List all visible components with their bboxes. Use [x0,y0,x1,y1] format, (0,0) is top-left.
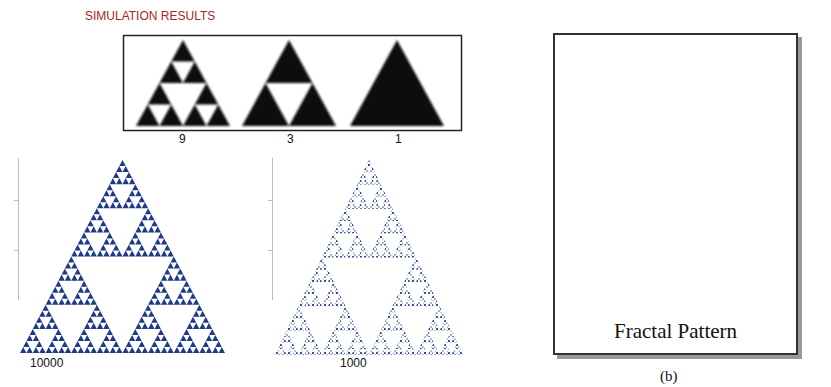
count-label: 3 [287,132,294,146]
count-label: 1 [395,132,402,146]
pattern-panel: Fractal Pattern [553,33,798,355]
figure-caption: (b) [660,368,678,385]
count-label: 10000 [30,356,63,370]
frame-box [124,36,462,131]
panel-title: Fractal Pattern [614,319,737,344]
count-label: 1000 [340,356,367,370]
count-label: 9 [179,132,186,146]
heading: SIMULATION RESULTS [85,9,215,23]
